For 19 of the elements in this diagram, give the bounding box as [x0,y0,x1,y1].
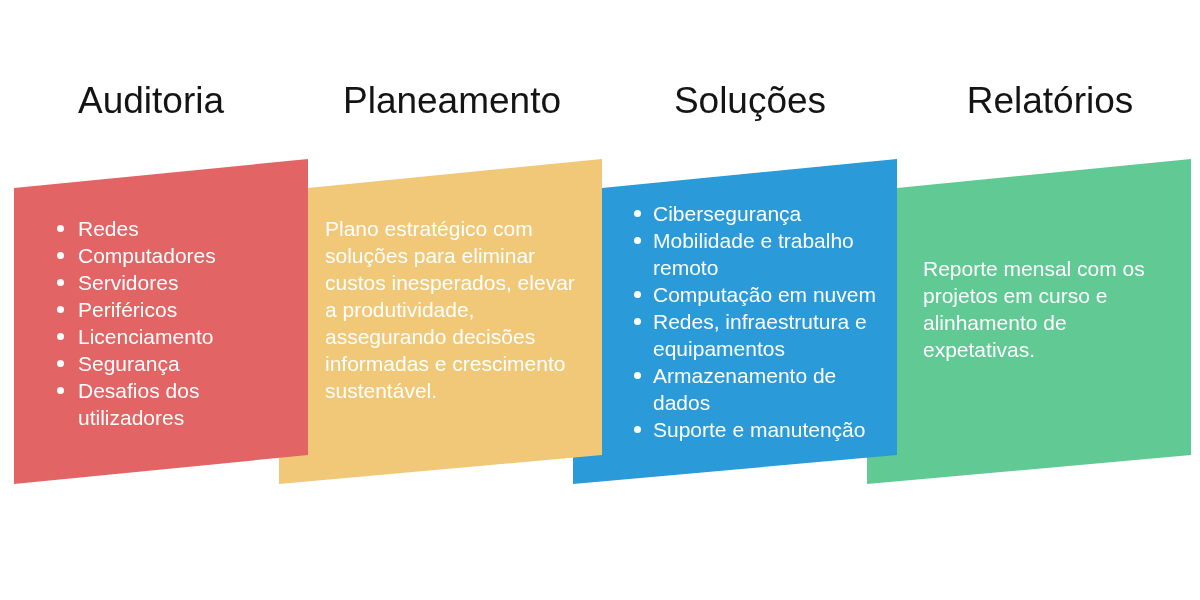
list-item: Armazenamento de dados [653,363,838,416]
step-heading: Soluções [673,79,827,123]
list-item: Licenciamento [78,324,215,350]
list-item: Redes, infraestrutura e equipamentos [653,309,868,362]
list-item: Cibersegurança [653,201,803,227]
list-item: Computação em nuvem [653,282,877,308]
list-item: Mobilidade e trabalho remoto [653,228,855,281]
list-item: Periféricos [78,297,179,323]
step-heading: Planeamento [343,79,561,123]
description-text: Plano estratégico com soluções para eliminar custos inesperados, elevar a produtividade, assegurando decisões informadas e crescimento sustentável. [325,216,576,404]
list-item: Segurança [78,351,181,377]
list-item: Desafios dos utilizadores [78,378,201,431]
step-heading: Relatórios [966,79,1134,123]
list-item: Computadores [78,243,217,269]
description-text: Reporte mensal com os projetos em curso e alinhamento de expetativas. [923,256,1146,363]
list-item: Redes [78,216,140,242]
list-item: Suporte e manutenção [653,417,867,443]
step-heading: Auditoria [78,79,224,123]
list-item: Servidores [78,270,180,296]
